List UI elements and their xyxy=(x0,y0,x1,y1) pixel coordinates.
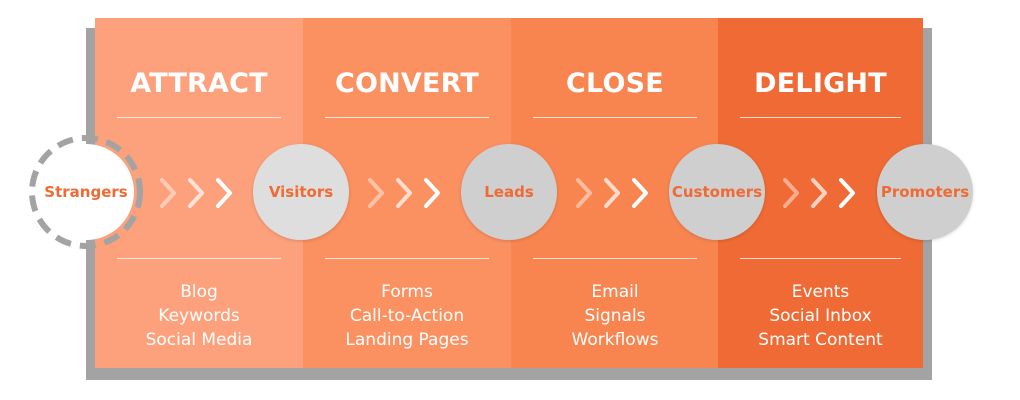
phase-tools-convert: Forms Call-to-Action Landing Pages xyxy=(303,280,511,352)
tool-item: Social Media xyxy=(145,330,253,350)
phase-title-convert: CONVERT xyxy=(334,68,480,99)
phase-divider-bottom xyxy=(117,258,281,259)
phase-divider-bottom xyxy=(533,258,697,259)
stage-circle-customers: Customers xyxy=(669,144,765,240)
tool-item: Signals xyxy=(584,306,646,326)
stage-circle-promoters: Promoters xyxy=(877,144,973,240)
chevron-arrows-icon xyxy=(576,178,648,208)
tool-item: Call-to-Action xyxy=(349,306,465,326)
tool-item: Events xyxy=(791,282,850,302)
dashed-ring-icon xyxy=(29,135,143,249)
tool-item: Social Inbox xyxy=(769,306,872,326)
stage-label-promoters: Promoters xyxy=(880,183,970,201)
stage-circle-strangers: Strangers xyxy=(38,144,134,240)
phase-divider-top xyxy=(117,117,281,118)
tool-item: Blog xyxy=(180,282,218,302)
tool-item: Landing Pages xyxy=(345,330,469,350)
chevron-arrows-icon xyxy=(783,178,855,208)
phase-divider-top xyxy=(325,117,489,118)
stage-circle-leads: Leads xyxy=(461,144,557,240)
phase-divider-bottom xyxy=(325,258,489,259)
stage-label-leads: Leads xyxy=(484,183,534,201)
stage-label-customers: Customers xyxy=(671,183,763,201)
stage-circle-visitors: Visitors xyxy=(253,144,349,240)
tool-item: Workflows xyxy=(571,330,659,350)
phase-panel-convert: CONVERT Forms Call-to-Action Landing Pag… xyxy=(303,18,511,368)
phase-title-close: CLOSE xyxy=(566,68,664,99)
phase-tools-attract: Blog Keywords Social Media xyxy=(95,280,303,352)
phase-tools-close: Email Signals Workflows xyxy=(511,280,719,352)
tool-item: Email xyxy=(591,282,639,302)
phase-divider-top xyxy=(533,117,697,118)
phase-divider-top xyxy=(740,117,901,118)
stage-label-strangers: Strangers xyxy=(44,183,128,201)
tool-item: Smart Content xyxy=(758,330,883,350)
stage-label-visitors: Visitors xyxy=(268,183,334,201)
phase-title-delight: DELIGHT xyxy=(754,68,887,99)
phase-divider-bottom xyxy=(740,258,901,259)
phase-tools-delight: Events Social Inbox Smart Content xyxy=(718,280,923,352)
tool-item: Forms xyxy=(381,282,433,302)
chevron-arrows-icon xyxy=(368,178,440,208)
chevron-arrows-icon xyxy=(160,178,232,208)
phase-title-attract: ATTRACT xyxy=(130,68,268,99)
tool-item: Keywords xyxy=(158,306,240,326)
